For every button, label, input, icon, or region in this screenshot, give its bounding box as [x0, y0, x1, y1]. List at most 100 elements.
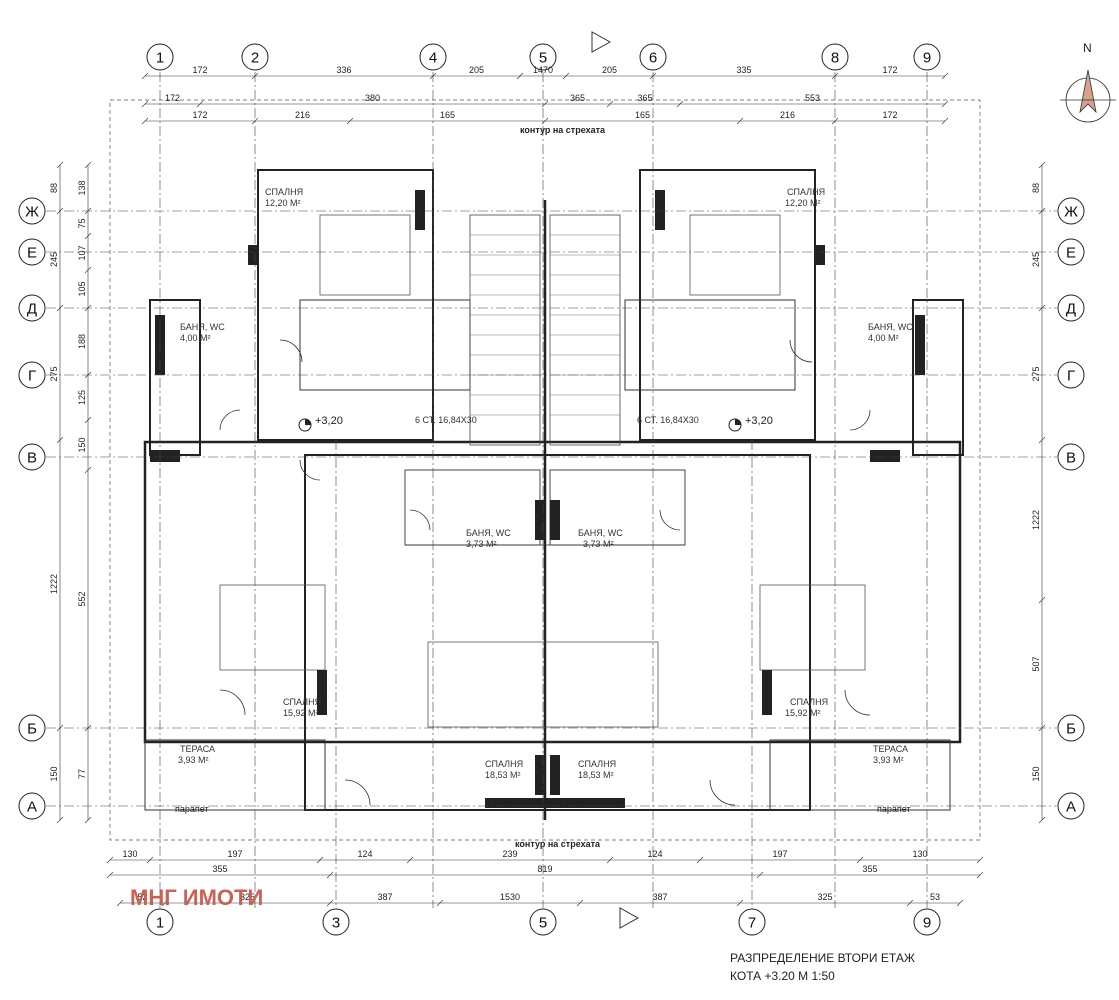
room-name: СПАЛНЯ: [485, 759, 523, 769]
dimension-value: 552: [77, 591, 87, 606]
grid-label: 1: [156, 915, 164, 932]
dimension-value: 197: [772, 849, 787, 859]
grid-label: Е: [27, 245, 37, 262]
grid-label: 1: [156, 50, 164, 67]
grid-label: Д: [1066, 301, 1076, 318]
dimension-value: 553: [805, 93, 820, 103]
grid-bubble-4: 4: [419, 43, 447, 71]
dimension-value: 130: [122, 849, 137, 859]
dimension-value: 216: [295, 110, 310, 120]
dimension-value: 365: [570, 93, 585, 103]
grid-bubble-е: Е: [18, 238, 46, 266]
grid-label: 2: [251, 50, 259, 67]
grid-bubble-6: 6: [639, 43, 667, 71]
grid-bubble-5: 5: [529, 43, 557, 71]
grid-bubble-д: Д: [1057, 294, 1085, 322]
north-arrow-icon: N: [1060, 41, 1116, 123]
dimension-value: 355: [212, 864, 227, 874]
dimension-value: 205: [469, 65, 484, 75]
room-name: ТЕРАСА: [873, 744, 908, 754]
room-area: 4,00 M²: [180, 333, 211, 343]
grid-label: Е: [1066, 245, 1076, 262]
dimension-value: 125: [77, 390, 87, 405]
level-mark-right: +3,20: [745, 415, 773, 427]
dimension-value: 150: [77, 437, 87, 452]
grid-bubble-8: 8: [821, 43, 849, 71]
grid-bubble-г: Г: [18, 361, 46, 389]
dimension-value: 88: [49, 183, 59, 193]
dimension-value: 205: [602, 65, 617, 75]
dimension-value: 325: [817, 892, 832, 902]
dimension-value: 325: [240, 892, 255, 902]
room-name: СПАЛНЯ: [790, 697, 828, 707]
grid-label: Б: [27, 721, 37, 738]
dimension-value: 216: [780, 110, 795, 120]
dimension-value: 172: [882, 65, 897, 75]
dimension-value: 336: [336, 65, 351, 75]
dimension-value: 1222: [1031, 510, 1041, 530]
grid-label: А: [27, 799, 37, 816]
dimension-value: 507: [1031, 656, 1041, 671]
grid-bubble-а: А: [18, 792, 46, 820]
room-name: БАНЯ, WC: [868, 322, 913, 332]
dimension-value: 245: [49, 252, 59, 267]
dimension-value: 1222: [49, 574, 59, 594]
dimension-value: 335: [736, 65, 751, 75]
grid-bubble-е: Е: [1057, 238, 1085, 266]
room-area: 15,92 M²: [785, 708, 821, 718]
dimension-value: 124: [647, 849, 662, 859]
grid-label: 8: [831, 50, 839, 67]
grid-axes: [46, 72, 1057, 908]
room-area: 18,53 M²: [578, 770, 614, 780]
room-name: СПАЛНЯ: [265, 187, 303, 197]
room-area: 3,73 M²: [583, 539, 614, 549]
grid-label: Б: [1066, 721, 1076, 738]
level-mark-left: +3,20: [315, 415, 343, 427]
dimension-value: 53: [930, 892, 940, 902]
room-name: СПАЛНЯ: [283, 697, 321, 707]
watermark: МНГ ИМОТИ: [130, 885, 263, 910]
grid-label: 5: [539, 50, 547, 67]
eave-contour-label-top: контур на стрехата: [520, 125, 606, 135]
dimension-value: 88: [1031, 183, 1041, 193]
dimension-value: 172: [192, 110, 207, 120]
dimension-lines: [56, 72, 1046, 907]
dimension-value: 239: [502, 849, 517, 859]
dimension-value: 52: [137, 892, 147, 902]
grid-bubble-9: 9: [913, 908, 941, 936]
dimension-value: 105: [77, 281, 87, 296]
room-area: 3,93 M²: [873, 755, 904, 765]
grid-bubble-1: 1: [146, 43, 174, 71]
dimension-value: 172: [882, 110, 897, 120]
grid-label: 3: [332, 915, 340, 932]
dimension-value: 138: [77, 180, 87, 195]
section-marker-icon: [591, 31, 640, 929]
dimension-value: 245: [1031, 252, 1041, 267]
building-outline: [109, 99, 981, 841]
dimension-value: 1470: [533, 65, 553, 75]
grid-bubble-7: 7: [738, 908, 766, 936]
dimension-value: 172: [192, 65, 207, 75]
dimension-value: 124: [357, 849, 372, 859]
grid-bubble-б: Б: [1057, 714, 1085, 742]
dimension-value: 275: [1031, 366, 1041, 381]
dimension-value: 75: [77, 218, 87, 228]
dimension-value: 188: [77, 334, 87, 349]
dimension-value: 387: [652, 892, 667, 902]
grid-label: 4: [429, 50, 437, 67]
room-area: 3,93 M²: [178, 755, 209, 765]
grid-bubble-ж: Ж: [18, 197, 46, 225]
room-name: СПАЛНЯ: [578, 759, 616, 769]
dimension-value: 380: [365, 93, 380, 103]
grid-label: Ж: [1064, 204, 1078, 221]
grid-label: Д: [27, 301, 37, 318]
dimension-value: 172: [165, 93, 180, 103]
room-name: БАНЯ, WC: [466, 528, 511, 538]
grid-label: 5: [539, 915, 547, 932]
parapet-label-left: парапет: [175, 804, 209, 814]
room-area: 3,73 M²: [466, 539, 497, 549]
room-area: 18,53 M²: [485, 770, 521, 780]
room-name: СПАЛНЯ: [787, 187, 825, 197]
grid-label: А: [1066, 799, 1076, 816]
